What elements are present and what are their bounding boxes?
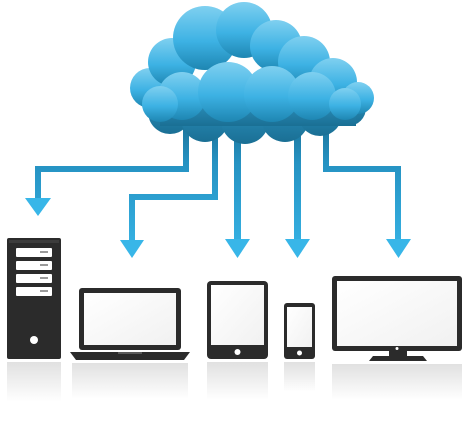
arrow-to-server <box>25 112 189 216</box>
cloud-icon <box>130 2 374 144</box>
tablet-icon <box>207 281 268 400</box>
phone-icon <box>284 303 315 392</box>
server-icon <box>7 238 61 402</box>
arrow-to-laptop <box>120 118 218 258</box>
arrows <box>25 112 411 258</box>
laptop-icon <box>70 288 190 399</box>
arrow-to-phone <box>285 118 310 258</box>
arrow-to-tablet <box>225 120 250 258</box>
monitor-icon <box>332 276 462 400</box>
arrow-to-monitor <box>323 112 411 258</box>
